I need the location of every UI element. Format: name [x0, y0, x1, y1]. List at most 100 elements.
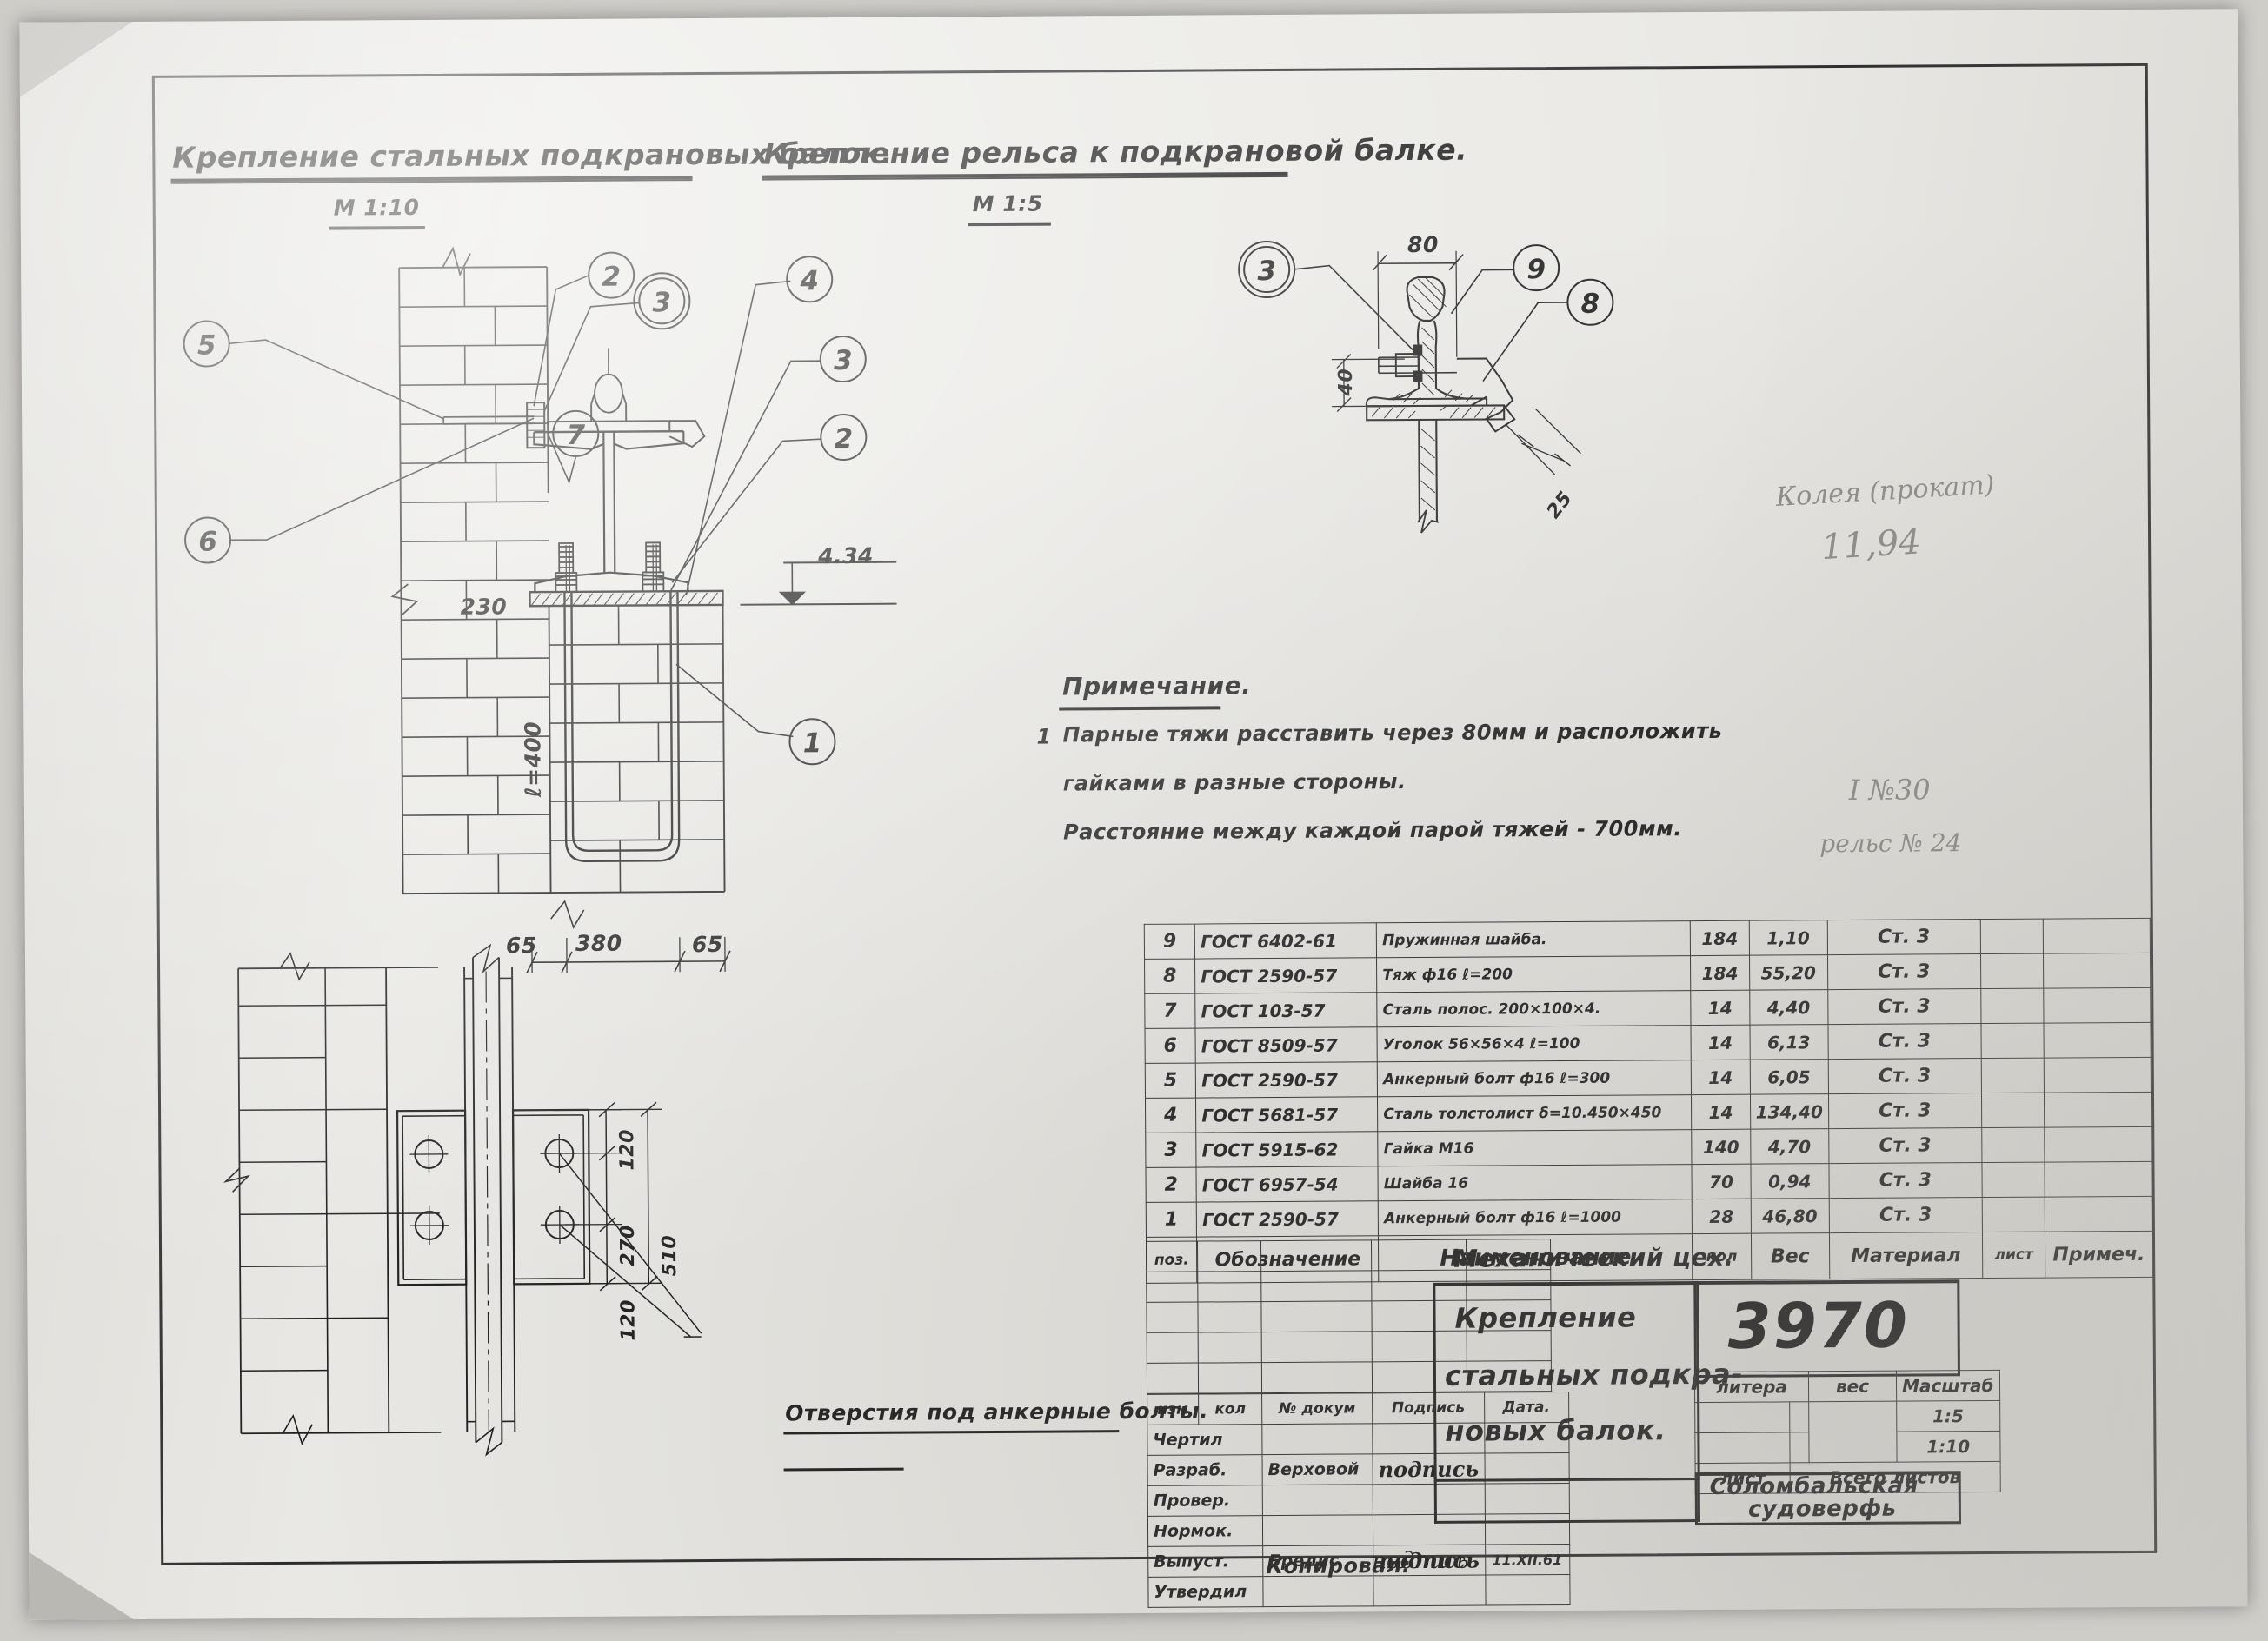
role-name — [1262, 1575, 1374, 1607]
spec-cell-material: Ст. 3 — [1828, 1162, 1982, 1199]
view2-scale-underline — [968, 222, 1051, 227]
torn-corner-top-left — [19, 22, 133, 97]
organization-cell: Соломбальская судоверфь — [1694, 1471, 1962, 1526]
spec-cell-sheet — [1981, 1093, 2045, 1128]
spec-cell-material: Ст. 3 — [1828, 1197, 1983, 1233]
spec-cell-designation: ГОСТ 2590-57 — [1195, 1061, 1378, 1099]
spec-cell-designation: ГОСТ 6957-54 — [1196, 1166, 1379, 1203]
svg-text:5: 5 — [197, 329, 216, 361]
spec-cell-material: Ст. 3 — [1828, 1093, 1982, 1129]
titleblock-blank-cell — [1260, 1270, 1372, 1302]
svg-text:7: 7 — [566, 420, 585, 451]
spec-cell-material: Ст. 3 — [1827, 1058, 1982, 1094]
role-label: Утвердил — [1147, 1576, 1264, 1608]
spec-cell-sheet — [1981, 1197, 2045, 1232]
spec-cell-pos: 9 — [1144, 924, 1195, 960]
shop-name: Механический цех. — [1453, 1242, 1734, 1273]
note-heading: Примечание. — [1061, 671, 1252, 701]
spec-cell-pos: 4 — [1145, 1098, 1196, 1133]
drawing-title-cell: Крепление стальных подкра- новых балок. — [1433, 1281, 1743, 1482]
note-line-2: гайками в разные стороны. — [1062, 769, 1407, 796]
torn-corner-bottom-left — [29, 1551, 133, 1620]
titleblock-blank-cell — [1198, 1362, 1262, 1394]
titleblock-blank-cell — [1146, 1302, 1199, 1333]
spec-cell-name: Уголок 56×56×4 ℓ=100 — [1377, 1025, 1692, 1062]
organization-line-2: судоверфь — [1747, 1495, 1897, 1523]
spec-cell-pos: 3 — [1145, 1133, 1197, 1168]
spec-cell-weight: 4,40 — [1749, 989, 1828, 1026]
spec-cell-name: Шайба 16 — [1378, 1164, 1693, 1201]
field-header-litera: литера — [1694, 1371, 1809, 1403]
drawing-title-line-1: Крепление — [1454, 1300, 1637, 1335]
pencil-note-1-line2: 11,94 — [1819, 522, 1922, 568]
titleblock-blank-cell — [1147, 1363, 1199, 1394]
titleblock-blank-cell — [1261, 1331, 1373, 1363]
field-litera-a — [1694, 1401, 1791, 1433]
view2-rail-detail-drawing: 3 9 8 — [1238, 241, 1614, 534]
titleblock-blank-cell — [1371, 1239, 1467, 1271]
view3-dim-270: 270 — [616, 1225, 640, 1266]
spec-cell-qty: 14 — [1691, 990, 1750, 1026]
titleblock-blank-cell — [1260, 1239, 1372, 1272]
titleblock-blank-cell — [1146, 1241, 1198, 1272]
spec-cell-sheet — [1980, 1058, 2045, 1093]
field-header-masshtab: Масштаб — [1896, 1370, 2000, 1402]
copied-by-signature: подпись — [1372, 1547, 1469, 1575]
spec-cell-designation: ГОСТ 5681-57 — [1195, 1096, 1378, 1133]
drawing-frame: Крепление стальных подкрановых балок. М … — [151, 63, 2158, 1608]
role-label: Выпуст. — [1147, 1545, 1263, 1578]
spec-cell-name: Анкерный болт ф16 ℓ=1000 — [1378, 1199, 1693, 1236]
view1-scale-underline — [329, 225, 425, 230]
field-ves-value — [1808, 1401, 1898, 1463]
spec-cell-note — [2043, 953, 2151, 989]
note-heading-underline — [1059, 706, 1221, 711]
spec-cell-note — [2044, 1022, 2152, 1059]
revision-header-0: изм — [1147, 1394, 1199, 1425]
view1-title-underline — [170, 176, 693, 184]
view1-section-drawing: 5 2 3 4 3 7 2 6 1 — [183, 246, 897, 973]
spec-cell-pos: 6 — [1145, 1028, 1196, 1064]
role-name — [1262, 1484, 1373, 1516]
spec-cell-weight: 0,94 — [1750, 1163, 1829, 1199]
note-line-1: Парные тяжи расставить через 80мм и расп… — [1062, 718, 1723, 747]
role-signature — [1373, 1575, 1486, 1606]
spec-cell-sheet — [1980, 1023, 2045, 1059]
pencil-note-2-line2: рельс № 24 — [1819, 828, 1962, 859]
role-label: Разраб. — [1147, 1454, 1263, 1486]
role-name — [1261, 1423, 1373, 1455]
spec-cell-sheet — [1980, 988, 2045, 1024]
drawing-title-line-3: новых балок. — [1445, 1413, 1666, 1448]
spec-cell-note — [2045, 1161, 2152, 1198]
spec-cell-weight: 134,40 — [1750, 1093, 1829, 1130]
spec-cell-pos: 2 — [1145, 1167, 1197, 1203]
spec-cell-note — [2044, 1092, 2152, 1128]
role-date: 11.XII.61 — [1485, 1544, 1570, 1576]
svg-text:2: 2 — [834, 423, 853, 455]
view3-plan-drawing — [223, 943, 702, 1457]
field-scale-2: 1:10 — [1896, 1431, 2000, 1463]
spec-cell-sheet — [1981, 1127, 2045, 1163]
drawing-number: 3970 — [1727, 1288, 1910, 1363]
svg-text:1: 1 — [803, 727, 822, 759]
spec-cell-designation: ГОСТ 2590-57 — [1194, 957, 1378, 994]
spec-cell-name: Сталь полос. 200×100×4. — [1377, 990, 1692, 1027]
pencil-note-2-line1: I №30 — [1848, 773, 1931, 807]
role-name — [1262, 1514, 1373, 1546]
titleblock-blank-cell — [1147, 1332, 1199, 1364]
note-line-3: Расстояние между каждой парой тяжей - 70… — [1063, 816, 1682, 845]
role-name: Верховой — [1262, 1453, 1373, 1485]
revision-header-1: кол — [1198, 1393, 1262, 1425]
spec-cell-note — [2044, 987, 2151, 1024]
spec-cell-qty: 184 — [1690, 955, 1750, 991]
role-label: Провер. — [1147, 1485, 1263, 1517]
view1-dim-l400: ℓ=400 — [520, 721, 546, 798]
spec-cell-material: Ст. 3 — [1827, 988, 1981, 1025]
